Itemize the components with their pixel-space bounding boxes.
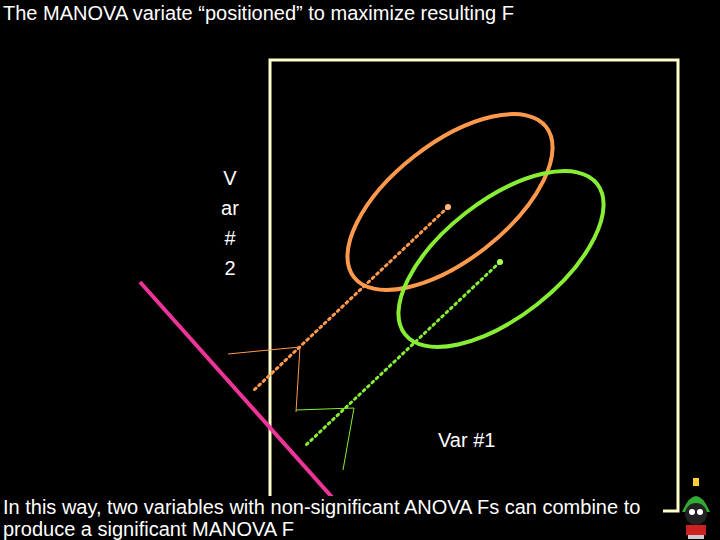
group-1-ellipse (318, 81, 582, 323)
axis-label: Var #1 (438, 429, 558, 451)
group-1-projection (254, 207, 448, 390)
group-1-centroid (445, 204, 451, 210)
plot-frame (270, 60, 678, 511)
slide-caption: In this way, two variables with non-sign… (3, 496, 663, 540)
group-2-ellipse (369, 138, 633, 380)
marvin-icon (682, 478, 710, 539)
slide-title: The MANOVA variate “positioned” to maxim… (3, 2, 643, 24)
group-1-guide (228, 347, 300, 412)
group-2-centroid (497, 259, 503, 265)
axis-label: Var #2 (220, 163, 240, 283)
group-2-projection (306, 262, 500, 445)
group-2-guide (296, 408, 354, 470)
